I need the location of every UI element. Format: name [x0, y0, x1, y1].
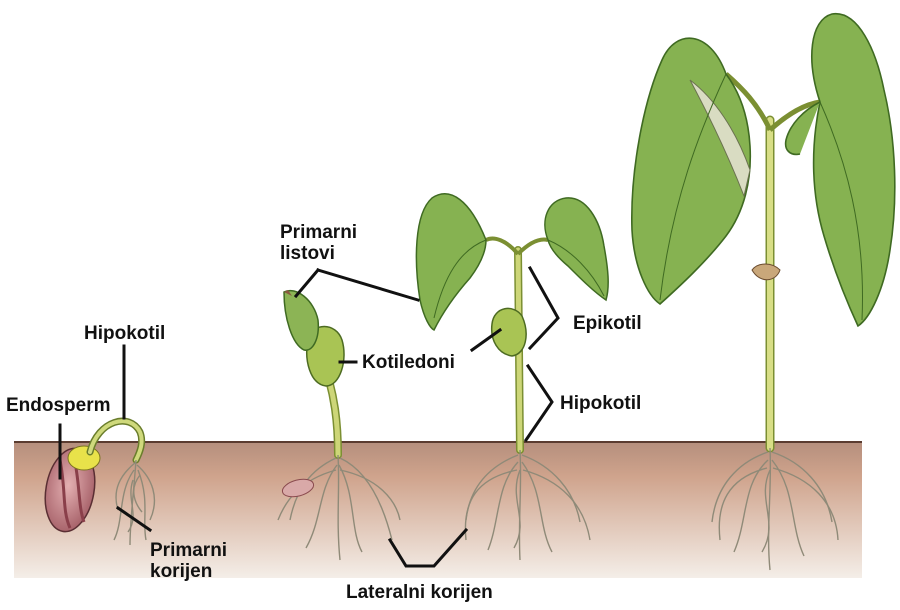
leader-hipokotil-plant — [526, 366, 552, 440]
leader-primarni-listovi — [296, 270, 418, 300]
label-primarni-korijen-line2: korijen — [150, 561, 227, 582]
label-kotiledoni: Kotiledoni — [362, 352, 455, 373]
endosperm-shape — [68, 446, 100, 470]
leader-epikotil — [530, 268, 558, 348]
seedling2-leaves — [284, 291, 318, 351]
plant4-cotyledon-remnant — [752, 264, 780, 280]
label-primarni-korijen-line1: Primarni — [150, 540, 227, 561]
label-endosperm: Endosperm — [6, 395, 111, 416]
plant4-leaf-right — [812, 14, 895, 326]
label-primarni-listovi-line2: listovi — [280, 243, 357, 264]
plant3-leaf-right — [545, 198, 608, 300]
label-primarni-listovi-line1: Primarni — [280, 222, 357, 243]
plant3-leaf-left — [416, 194, 486, 330]
label-primarni-korijen: Primarni korijen — [150, 540, 227, 582]
label-hipokotil-plant: Hipokotil — [560, 393, 641, 414]
label-primarni-listovi: Primarni listovi — [280, 222, 357, 264]
label-lateralni-korijen: Lateralni korijen — [346, 582, 493, 603]
label-epikotil: Epikotil — [573, 313, 642, 334]
label-hipokotil-seedling: Hipokotil — [84, 323, 165, 344]
